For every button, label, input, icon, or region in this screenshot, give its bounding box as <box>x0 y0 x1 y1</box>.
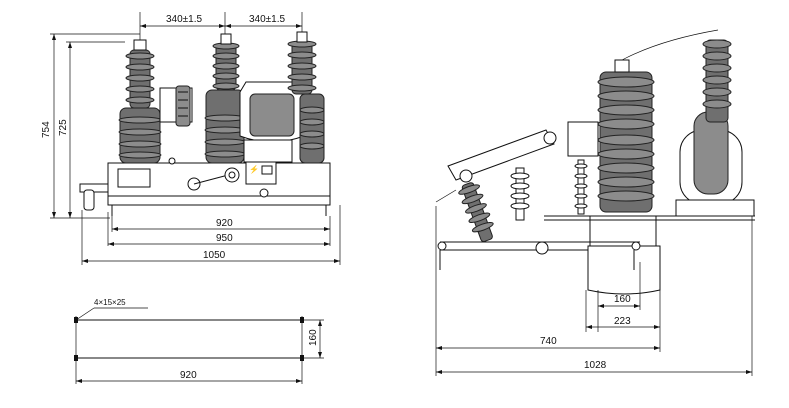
dim-side-160: 160 <box>614 294 631 305</box>
svg-text:⚡: ⚡ <box>249 164 259 174</box>
main-terminal <box>614 59 630 73</box>
indicator-window <box>261 165 273 175</box>
mechanism-block <box>243 139 293 163</box>
crank-hub-inner <box>228 171 236 179</box>
side-terminal-box <box>567 121 599 157</box>
disconnect-arm <box>435 129 557 203</box>
lever-pin <box>259 188 269 198</box>
terminal-right <box>296 31 308 43</box>
small-knob <box>168 157 176 165</box>
plan-view: 4×15×25 160 920 <box>74 298 324 384</box>
pole-middle <box>204 33 246 164</box>
width-dimension-lines <box>81 205 341 265</box>
dim-top-right: 340±1.5 <box>249 14 286 25</box>
connecting-cable <box>621 29 719 61</box>
pole-left <box>118 39 162 164</box>
post-insulator-1 <box>458 182 494 243</box>
top-dimension-lines <box>139 12 303 45</box>
dim-top-left: 340±1.5 <box>166 14 203 25</box>
potential-transformer <box>675 39 755 217</box>
dim-depth-160: 160 <box>308 329 319 346</box>
mounting-holes <box>74 317 304 361</box>
control-box <box>117 168 151 188</box>
base-channel <box>107 195 331 206</box>
hole-note: 4×15×25 <box>94 298 126 307</box>
dim-width-1050: 1050 <box>203 250 226 261</box>
dim-height-754: 754 <box>41 121 52 138</box>
side-pivot <box>535 241 549 255</box>
side-view: 160 223 740 1028 <box>435 29 755 376</box>
dim-height-725: 725 <box>58 119 69 136</box>
side-base-block <box>589 215 657 247</box>
post-insulator-3 <box>574 159 588 215</box>
dim-side-1028: 1028 <box>584 360 607 371</box>
main-bushing <box>597 59 655 213</box>
dim-side-223: 223 <box>614 316 631 327</box>
dim-width-920: 920 <box>216 218 233 229</box>
terminal-middle <box>220 33 232 45</box>
post-insulator-2 <box>510 167 530 221</box>
height-dimension-lines <box>50 33 140 219</box>
dim-side-740: 740 <box>540 336 557 347</box>
side-support <box>587 245 661 295</box>
left-bracket-loop <box>83 189 95 211</box>
pole-right <box>287 31 325 164</box>
terminal-left <box>133 39 147 51</box>
front-view: 340±1.5 340±1.5 754 725 <box>41 12 341 265</box>
dim-plan-920: 920 <box>180 370 197 381</box>
dim-width-950: 950 <box>216 233 233 244</box>
side-dimension-lines <box>435 206 753 376</box>
